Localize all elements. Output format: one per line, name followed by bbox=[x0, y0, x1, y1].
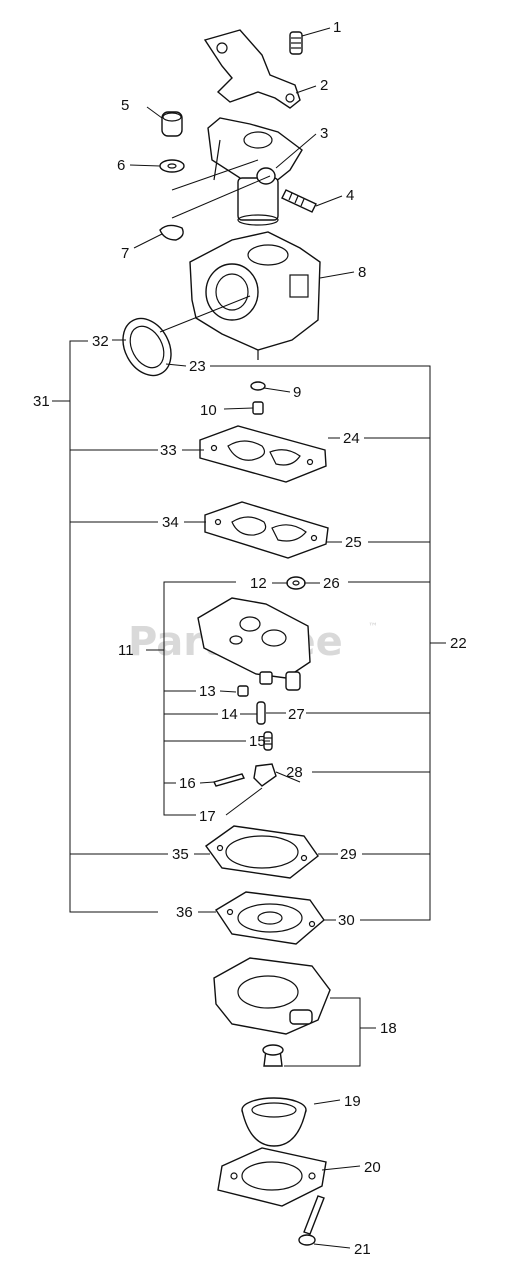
part-26-valve bbox=[286, 576, 306, 590]
part-13-screw bbox=[237, 685, 249, 697]
part-3-throttle-assembly bbox=[207, 117, 303, 226]
part-25-diaphragm bbox=[204, 501, 329, 559]
watermark-trademark: ™ bbox=[368, 622, 378, 633]
leader-lines bbox=[112, 27, 361, 1249]
callout-23: 23 bbox=[189, 358, 206, 375]
bracket-18 bbox=[284, 997, 376, 1067]
part-9-o-ring bbox=[250, 381, 266, 391]
callout-36: 36 bbox=[176, 904, 193, 921]
callout-14: 14 bbox=[221, 706, 238, 723]
callout-19: 19 bbox=[344, 1093, 361, 1110]
part-19-primer-bulb bbox=[241, 1097, 307, 1147]
part-4-screw bbox=[281, 189, 317, 213]
part-32-gasket-ring bbox=[122, 317, 172, 377]
callout-8: 8 bbox=[358, 264, 366, 281]
callout-25: 25 bbox=[345, 534, 362, 551]
callout-16: 16 bbox=[179, 775, 196, 792]
part-8-carburetor-body bbox=[189, 231, 321, 360]
part-2-bracket bbox=[203, 29, 301, 109]
callout-26: 26 bbox=[323, 575, 340, 592]
callout-1: 1 bbox=[333, 19, 341, 36]
part-10-screw bbox=[252, 401, 264, 415]
bracket-31 bbox=[52, 340, 168, 913]
callout-9: 9 bbox=[293, 384, 301, 401]
part-7-clip bbox=[159, 224, 184, 241]
part-21-screw bbox=[298, 1195, 325, 1246]
callout-13: 13 bbox=[199, 683, 216, 700]
callout-7: 7 bbox=[121, 245, 129, 262]
callout-34: 34 bbox=[162, 514, 179, 531]
part-20-retainer-plate bbox=[217, 1147, 327, 1207]
part-28-lever bbox=[253, 763, 277, 787]
callout-4: 4 bbox=[346, 187, 354, 204]
callout-27: 27 bbox=[288, 706, 305, 723]
callout-28: 28 bbox=[286, 764, 303, 781]
callout-20: 20 bbox=[364, 1159, 381, 1176]
part-18-cover bbox=[213, 957, 331, 1067]
callout-5: 5 bbox=[121, 97, 129, 114]
callout-31: 31 bbox=[33, 393, 50, 410]
callout-6: 6 bbox=[117, 157, 125, 174]
callout-15: 15 bbox=[249, 733, 266, 750]
bracket-22 bbox=[210, 365, 446, 921]
callout-33: 33 bbox=[160, 442, 177, 459]
part-1-screw bbox=[289, 31, 303, 55]
callout-17: 17 bbox=[199, 808, 216, 825]
bracket-31-leaders bbox=[182, 449, 210, 855]
callout-11: 11 bbox=[118, 642, 134, 659]
callout-10: 10 bbox=[200, 402, 217, 419]
bracket-11 bbox=[146, 581, 288, 816]
callout-29: 29 bbox=[340, 846, 357, 863]
part-29-gasket bbox=[205, 825, 319, 879]
part-27-needle bbox=[256, 701, 266, 725]
part-6-washer bbox=[159, 159, 185, 173]
callout-labels: 1 2 3 4 5 6 7 8 9 10 11 12 13 14 15 16 1… bbox=[33, 19, 467, 1258]
callout-30: 30 bbox=[338, 912, 355, 929]
callout-3: 3 bbox=[320, 125, 328, 142]
callout-12: 12 bbox=[250, 575, 267, 592]
callout-18: 18 bbox=[380, 1020, 397, 1037]
callout-2: 2 bbox=[320, 77, 328, 94]
part-30-diaphragm bbox=[215, 891, 325, 945]
part-16-pin bbox=[212, 773, 246, 787]
callout-32: 32 bbox=[92, 333, 109, 350]
callout-24: 24 bbox=[343, 430, 360, 447]
part-11-pump-body bbox=[197, 597, 311, 691]
callout-21: 21 bbox=[354, 1241, 371, 1258]
callout-35: 35 bbox=[172, 846, 189, 863]
part-5-cap bbox=[161, 111, 183, 137]
callout-22: 22 bbox=[450, 635, 467, 652]
part-24-gasket bbox=[199, 425, 327, 483]
